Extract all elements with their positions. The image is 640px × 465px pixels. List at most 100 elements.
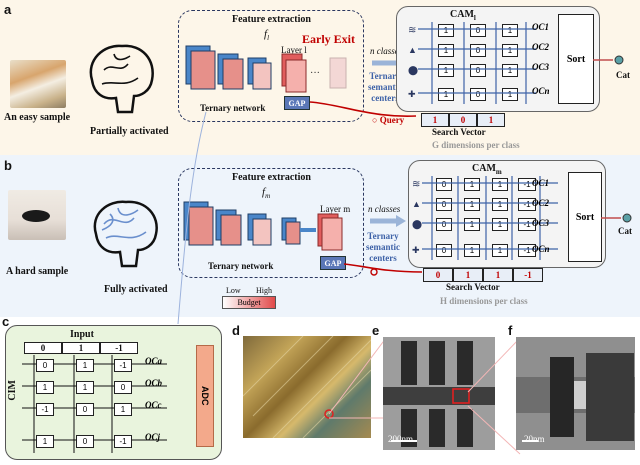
cam-cell: 1 [438, 44, 454, 57]
oc-label: OC1 [532, 22, 550, 32]
query-arrow-icon [310, 101, 417, 117]
cam-cell: 1 [438, 64, 454, 77]
cam-cell: 0 [470, 24, 486, 37]
dims-label-a: G dimensions per class [432, 140, 520, 150]
cim-cell: -1 [114, 435, 132, 448]
cim-cell: -1 [114, 359, 132, 372]
cam-cell: 1 [502, 64, 518, 77]
cam-array-b: 0 1 1 -1 0 1 1 -1 0 1 1 -1 0 1 1 -1 ≋ ▲ … [412, 176, 562, 260]
query-arrow-icon-b [344, 263, 423, 276]
cim-cell: 0 [36, 359, 54, 372]
search-vector-cell: 1 [453, 268, 483, 282]
cim-grid-lines [22, 355, 167, 453]
device-micrograph-overlay-f [516, 353, 635, 442]
cam-cell: -1 [518, 198, 536, 211]
result-label-b: Cat [618, 226, 632, 236]
svg-text:▲: ▲ [412, 199, 421, 209]
n-classes-label-b: n classes [368, 204, 401, 214]
cam-cell: 0 [436, 178, 452, 191]
oc-label: OCn [532, 244, 550, 254]
cam-cell: -1 [518, 218, 536, 231]
svg-text:✚: ✚ [408, 89, 416, 99]
cim-cell: 1 [36, 381, 54, 394]
cam-cell: -1 [518, 178, 536, 191]
result-arrow-icon-b [601, 213, 632, 223]
zoom-lines-e-f [467, 337, 521, 455]
cim-cell: 0 [114, 381, 132, 394]
query-label: ○ Query [372, 115, 405, 125]
easy-sample-label: An easy sample [4, 112, 71, 123]
kitten-shape [22, 210, 50, 222]
scale-label-e: 200nm [388, 434, 414, 444]
input-label: Input [70, 329, 94, 340]
oc-label: OCa [145, 356, 163, 366]
oc-label: OC3 [532, 218, 550, 228]
budget-bar: Budget [222, 296, 276, 309]
svg-text:≋: ≋ [412, 179, 420, 190]
brain-icon-full [93, 200, 158, 268]
feature-extraction-box-a [178, 10, 364, 122]
cam-cell: 1 [492, 198, 508, 211]
oc-label: OC2 [532, 42, 550, 52]
result-label-a: Cat [616, 70, 630, 80]
cim-label: CIM [7, 380, 18, 401]
svg-text:✚: ✚ [412, 245, 420, 255]
f-label-b: fm [262, 186, 271, 201]
budget-high-label: High [256, 286, 272, 295]
oc-label: OCb [145, 378, 163, 388]
partially-activated-label: Partially activated [90, 126, 169, 137]
early-exit-label: Early Exit [302, 32, 355, 46]
panel-c-letter: c [2, 314, 10, 329]
feature-extraction-title-b: Feature extraction [232, 172, 311, 183]
oc-label: OCj [145, 432, 161, 442]
zoom-lines-d-e [328, 337, 387, 419]
cim-cell: 1 [76, 359, 94, 372]
ternary-network-a: ··· [185, 45, 347, 93]
cam-cell: 1 [502, 44, 518, 57]
oc-label: OC2 [532, 198, 550, 208]
cim-cell: 0 [76, 403, 94, 416]
search-vector-label-b: Search Vector [446, 282, 500, 292]
search-vector-a: 1 0 1 [421, 113, 505, 127]
result-arrow-icon-a [593, 55, 624, 65]
n-classes-label-a: n classes [370, 46, 403, 56]
panel-f-letter: f [508, 323, 513, 338]
fully-activated-label: Fully activated [104, 284, 168, 295]
search-vector-cell: 1 [421, 113, 449, 127]
sort-box-a: Sort [558, 14, 594, 104]
cam-cell: 1 [492, 218, 508, 231]
oc-label: OCn [532, 86, 550, 96]
search-vector-cell: 0 [423, 268, 453, 282]
cam-grid-lines-a: ≋ ▲ ⬤ ✚ [408, 22, 536, 104]
feature-extraction-title-a: Feature extraction [232, 14, 311, 25]
adc-block: ADC [196, 345, 214, 447]
search-vector-label-a: Search Vector [432, 127, 486, 137]
cam-cell: 0 [470, 44, 486, 57]
svg-text:···: ··· [310, 68, 320, 79]
input-cell: 1 [62, 342, 100, 354]
cam-title-a: CAMl [450, 9, 476, 22]
feature-extraction-box-b [178, 168, 364, 278]
search-vector-b: 0 1 1 -1 [423, 268, 543, 282]
panel-e-letter: e [372, 323, 380, 338]
search-vector-cell: 1 [477, 113, 505, 127]
sort-box-b: Sort [568, 172, 602, 262]
gap-box-a: GAP [284, 96, 310, 110]
svg-text:⬤: ⬤ [412, 219, 422, 230]
oc-label: OCc [145, 400, 162, 410]
cam-cell: 1 [464, 244, 480, 257]
cim-cell: 0 [76, 435, 94, 448]
cam-title-b: CAMm [472, 163, 502, 176]
f-label-a: fl [264, 28, 270, 43]
cam-cell: 1 [464, 218, 480, 231]
cam-cell: 0 [436, 218, 452, 231]
cam-cell: 1 [438, 88, 454, 101]
ternary-network-b [183, 201, 343, 251]
cam-array-a: 1 0 1 1 0 1 1 0 1 1 0 1 ≋ ▲ ⬤ ✚ [408, 22, 538, 104]
search-vector-cell: -1 [513, 268, 543, 282]
search-vector-cell: 0 [449, 113, 477, 127]
cim-cell: 1 [76, 381, 94, 394]
input-vector: 0 1 -1 [24, 342, 138, 354]
cim-cell: -1 [36, 403, 54, 416]
